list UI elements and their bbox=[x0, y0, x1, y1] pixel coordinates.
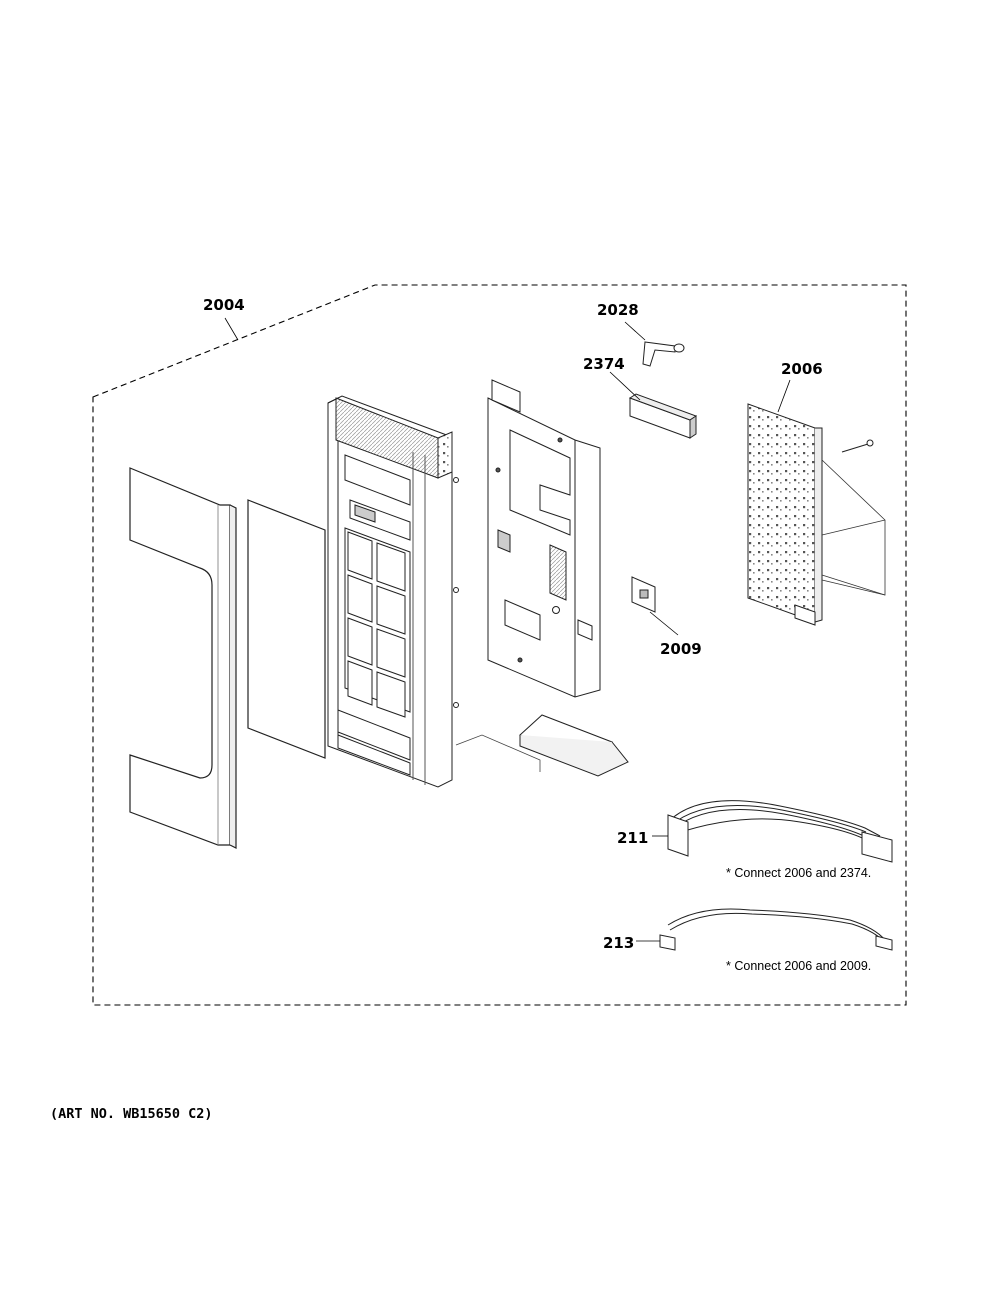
control-panel-front-part bbox=[327, 395, 459, 788]
harness-213 bbox=[636, 908, 893, 951]
part-2374 bbox=[609, 371, 698, 439]
part-2006-control-board bbox=[747, 379, 886, 626]
glass-panel-part bbox=[247, 499, 326, 759]
bottom-support-part bbox=[455, 714, 629, 777]
callout-2028: 2028 bbox=[597, 301, 639, 319]
assembly-boundary bbox=[92, 284, 907, 1006]
callout-2009: 2009 bbox=[660, 640, 702, 658]
control-housing-part bbox=[487, 379, 601, 698]
callout-2006: 2006 bbox=[781, 360, 823, 378]
note-harness-213: * Connect 2006 and 2009. bbox=[726, 959, 872, 973]
callout-2374: 2374 bbox=[583, 355, 625, 373]
callout-2004: 2004 bbox=[203, 296, 245, 314]
part-2009 bbox=[631, 576, 679, 636]
door-frame-part bbox=[129, 467, 237, 849]
harness-211 bbox=[652, 800, 893, 863]
art-number: (ART NO. WB15650 C2) bbox=[50, 1106, 213, 1122]
leader-2004 bbox=[224, 317, 239, 341]
callout-211: 211 bbox=[617, 829, 649, 847]
callout-213: 213 bbox=[603, 934, 635, 952]
part-2028 bbox=[624, 321, 685, 367]
note-harness-211: * Connect 2006 and 2374. bbox=[726, 866, 872, 880]
